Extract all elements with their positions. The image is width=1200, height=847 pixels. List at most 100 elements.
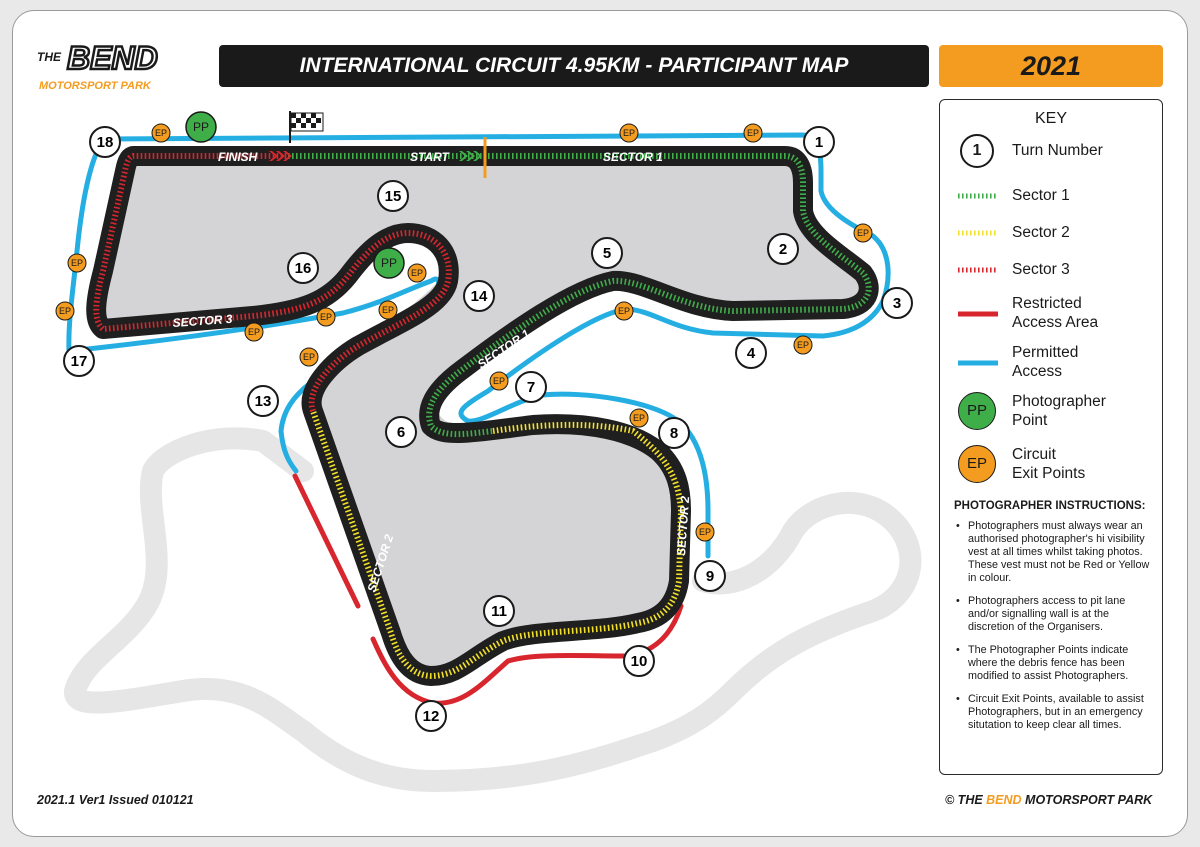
key-permitted-label: Permitted Access [1012, 344, 1079, 380]
svg-text:15: 15 [385, 188, 402, 205]
exit-point-icon: EP [958, 445, 996, 483]
instruction-item: •Photographers must always wear an autho… [956, 520, 1150, 584]
svg-text:16: 16 [295, 260, 312, 277]
turn-16: 16 [287, 252, 319, 284]
svg-text:14: 14 [471, 288, 488, 305]
sector3-label: SECTOR 3 [172, 312, 233, 330]
svg-text:EP: EP [155, 128, 167, 138]
instructions-list: •Photographers must always wear an autho… [954, 520, 1150, 742]
svg-text:EP: EP [797, 340, 809, 350]
logo-bend: BEND [67, 40, 158, 76]
svg-text:2: 2 [779, 241, 787, 258]
logo-motorsport-park: MOTORSPORT PARK [39, 80, 152, 92]
map-sheet: THE BEND MOTORSPORT PARK INTERNATIONAL C… [12, 10, 1188, 837]
other-circuit-track [64, 427, 922, 792]
turn-5: 5 [591, 237, 623, 269]
svg-text:6: 6 [397, 424, 405, 441]
svg-text:EP: EP [411, 268, 423, 278]
track-infield [93, 161, 864, 671]
exit-point: EP [55, 301, 75, 321]
turn-6: 6 [385, 416, 417, 448]
exit-point: EP [244, 322, 264, 342]
sector-markings [93, 153, 872, 680]
svg-text:4: 4 [747, 345, 756, 362]
turn-13: 13 [247, 385, 279, 417]
turn-4: 4 [735, 337, 767, 369]
start-label: START [410, 150, 451, 164]
svg-text:EP: EP [320, 312, 332, 322]
svg-text:3: 3 [893, 295, 901, 312]
sector1-swatch-icon [958, 193, 998, 199]
key-restricted-label: Restricted Access Area [1012, 295, 1099, 331]
exit-point: EP [614, 301, 634, 321]
key-sector2-label: Sector 2 [1012, 224, 1070, 241]
exit-point: EP [489, 371, 509, 391]
turn-2: 2 [767, 233, 799, 265]
svg-text:9: 9 [706, 568, 714, 585]
sector3-marking [93, 153, 452, 413]
svg-text:17: 17 [71, 353, 88, 370]
svg-text:EP: EP [382, 305, 394, 315]
svg-text:1: 1 [815, 134, 823, 151]
sector2-swatch-icon [958, 230, 998, 236]
page-title: INTERNATIONAL CIRCUIT 4.95KM - PARTICIPA… [219, 45, 929, 87]
svg-text:11: 11 [491, 603, 507, 620]
exit-point: EP [619, 123, 639, 143]
svg-text:EP: EP [699, 527, 711, 537]
key-ep-label: Circuit Exit Points [1012, 446, 1086, 482]
turn-10: 10 [623, 645, 655, 677]
svg-text:10: 10 [631, 653, 648, 670]
instruction-item: •The Photographer Points indicate where … [956, 644, 1129, 682]
svg-text:7: 7 [527, 379, 535, 396]
svg-text:12: 12 [423, 708, 440, 725]
svg-text:EP: EP [623, 128, 635, 138]
svg-text:EP: EP [633, 413, 645, 423]
svg-text:EP: EP [59, 306, 71, 316]
finish-label: FINISH [218, 150, 258, 164]
key-pp-label: Photographer Point [1012, 393, 1106, 429]
svg-text:EP: EP [303, 352, 315, 362]
svg-text:8: 8 [670, 425, 678, 442]
exit-point: EP [853, 223, 873, 243]
photographer-point: PP [185, 111, 217, 143]
key-turn-label: Turn Number [1012, 142, 1103, 159]
turn-number-icon: 1 [960, 134, 994, 168]
exit-point: EP [695, 522, 715, 542]
sector2-right-label: SECTOR 2 [674, 495, 692, 556]
bend-logo: THE BEND MOTORSPORT PARK [37, 39, 159, 92]
finish-chevrons [269, 151, 292, 161]
exit-point: EP [299, 347, 319, 367]
turn-9: 9 [694, 560, 726, 592]
svg-text:EP: EP [71, 258, 83, 268]
turn-1: 1 [803, 126, 835, 158]
start-chevrons [459, 151, 482, 161]
circuit-map: FINISH START SECTOR 1 SECTOR 3 SECTOR 1 … [55, 111, 922, 792]
permitted-swatch-icon [958, 360, 998, 366]
photographer-point: PP [373, 247, 405, 279]
issue-label: 2021.1 Ver1 Issued 010121 [37, 793, 194, 807]
exit-point: EP [151, 123, 171, 143]
turn-3: 3 [881, 287, 913, 319]
svg-text:EP: EP [747, 128, 759, 138]
turn-17: 17 [63, 345, 95, 377]
logo-the: THE [37, 50, 62, 64]
turn-15: 15 [377, 180, 409, 212]
year-badge: 2021 [939, 45, 1163, 87]
svg-text:EP: EP [857, 228, 869, 238]
instruction-item: •Photographers access to pit lane and/or… [956, 595, 1126, 633]
svg-text:EP: EP [493, 376, 505, 386]
turn-14: 14 [463, 280, 495, 312]
key-sector3-label: Sector 3 [1012, 261, 1070, 278]
sector3-swatch-icon [958, 267, 998, 273]
turn-7: 7 [515, 371, 547, 403]
photographer-point-icon: PP [958, 392, 996, 430]
sector1-marking [288, 153, 872, 438]
turn-11: 11 [483, 595, 515, 627]
key-sector1-label: Sector 1 [1012, 187, 1070, 204]
exit-point: EP [407, 263, 427, 283]
map-key: KEY 1 Turn Number Sector 1 Sector 2 Sect… [939, 99, 1163, 775]
exit-point: EP [316, 307, 336, 327]
turn-18: 18 [89, 126, 121, 158]
turn-8: 8 [658, 417, 690, 449]
key-title: KEY [1034, 110, 1067, 127]
